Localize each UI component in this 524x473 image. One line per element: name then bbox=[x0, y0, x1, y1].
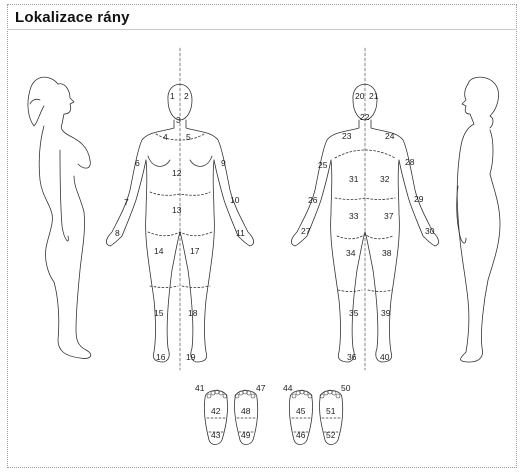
region-label: 17 bbox=[190, 246, 200, 256]
region-label: 19 bbox=[186, 352, 196, 362]
region-label: 47 bbox=[256, 383, 266, 393]
region-label: 10 bbox=[230, 195, 240, 205]
region-label: 11 bbox=[236, 228, 245, 238]
region-label: 28 bbox=[405, 157, 415, 167]
front-region-labels: 1 2 3 4 5 6 9 12 7 10 13 8 11 14 17 15 1… bbox=[115, 91, 245, 362]
region-label: 15 bbox=[154, 308, 164, 318]
region-label: 51 bbox=[326, 406, 336, 416]
region-label: 44 bbox=[283, 383, 293, 393]
region-label: 23 bbox=[342, 131, 352, 141]
right-profile-figure bbox=[457, 77, 500, 362]
region-label: 41 bbox=[195, 383, 205, 393]
region-label: 48 bbox=[241, 406, 251, 416]
region-label: 25 bbox=[318, 160, 328, 170]
region-label: 21 bbox=[369, 91, 379, 101]
region-label: 22 bbox=[360, 112, 370, 122]
region-label: 5 bbox=[186, 132, 191, 142]
region-label: 43 bbox=[211, 430, 221, 440]
region-label: 7 bbox=[124, 197, 129, 207]
region-label: 49 bbox=[241, 430, 251, 440]
region-label: 3 bbox=[176, 115, 181, 125]
region-label: 18 bbox=[188, 308, 198, 318]
region-label: 29 bbox=[414, 194, 424, 204]
region-label: 32 bbox=[380, 174, 390, 184]
region-label: 33 bbox=[349, 211, 359, 221]
region-label: 13 bbox=[172, 205, 182, 215]
region-label: 12 bbox=[172, 168, 182, 178]
region-label: 14 bbox=[154, 246, 164, 256]
region-label: 16 bbox=[156, 352, 166, 362]
region-label: 20 bbox=[355, 91, 365, 101]
left-profile-figure bbox=[28, 77, 91, 358]
region-label: 38 bbox=[382, 248, 392, 258]
region-label: 34 bbox=[346, 248, 356, 258]
region-label: 31 bbox=[349, 174, 359, 184]
region-label: 26 bbox=[308, 195, 318, 205]
region-label: 9 bbox=[221, 158, 226, 168]
region-label: 35 bbox=[349, 308, 359, 318]
region-label: 1 bbox=[170, 91, 175, 101]
region-label: 4 bbox=[163, 132, 168, 142]
region-label: 30 bbox=[425, 226, 435, 236]
region-label: 39 bbox=[381, 308, 391, 318]
region-label: 46 bbox=[296, 430, 306, 440]
region-label: 2 bbox=[184, 91, 189, 101]
region-label: 6 bbox=[135, 158, 140, 168]
region-label: 36 bbox=[347, 352, 357, 362]
soles-figure bbox=[204, 391, 342, 445]
region-label: 52 bbox=[326, 430, 336, 440]
region-label: 27 bbox=[301, 226, 311, 236]
region-label: 40 bbox=[380, 352, 390, 362]
region-label: 8 bbox=[115, 228, 120, 238]
region-label: 50 bbox=[341, 383, 351, 393]
region-label: 37 bbox=[384, 211, 394, 221]
toe-marks bbox=[207, 390, 340, 398]
region-label: 45 bbox=[296, 406, 306, 416]
region-label: 42 bbox=[211, 406, 221, 416]
back-region-labels: 20 21 22 23 24 25 28 31 32 26 29 33 37 2… bbox=[301, 91, 435, 362]
region-label: 24 bbox=[385, 131, 395, 141]
